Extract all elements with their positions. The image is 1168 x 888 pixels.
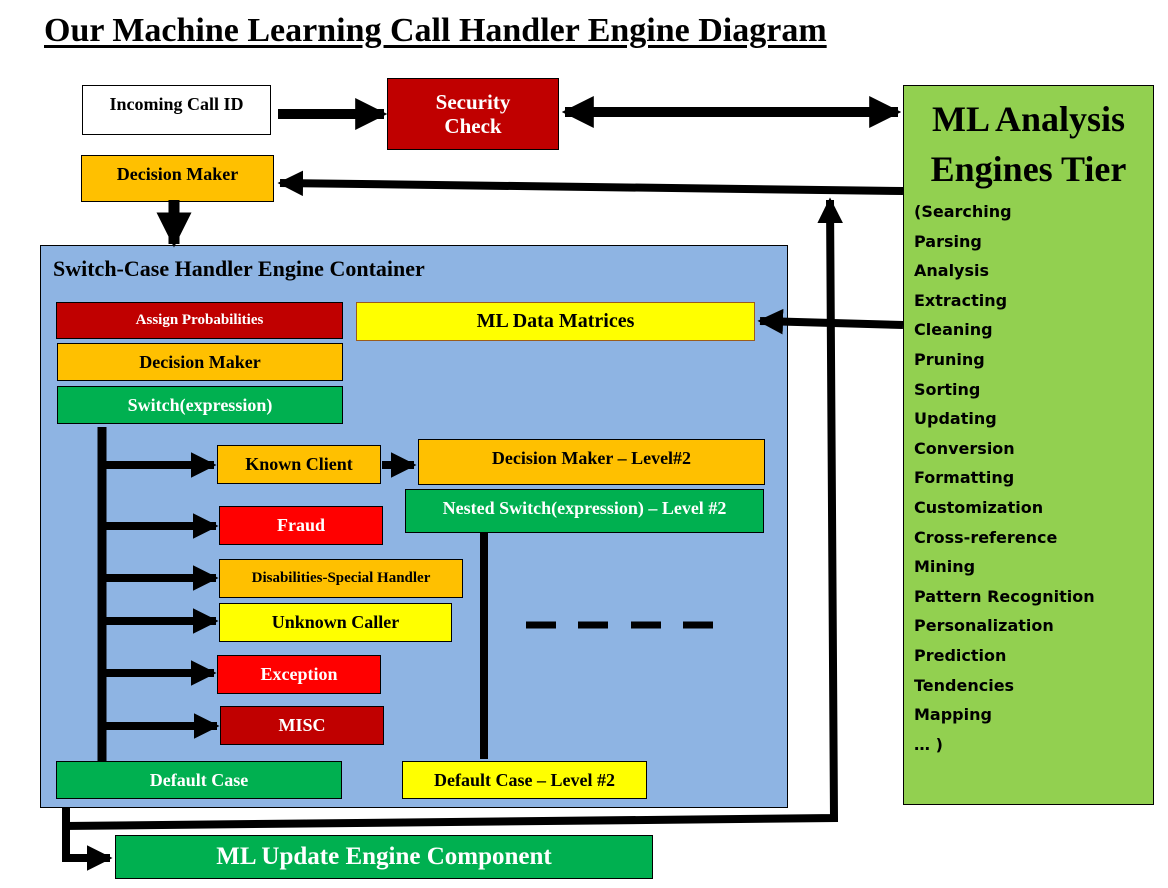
nested-switch-level2-node: Nested Switch(expression) – Level #2 bbox=[405, 489, 764, 533]
security-check-node: Security Check bbox=[387, 78, 559, 150]
ml-capability-item: Mining bbox=[914, 557, 976, 577]
case-exception: Exception bbox=[217, 655, 381, 694]
assign-probabilities-node: Assign Probabilities bbox=[56, 302, 343, 339]
ml-capability-item: Parsing bbox=[914, 231, 982, 251]
ml-tier-title: ML Analysis Engines Tier bbox=[904, 94, 1153, 194]
diagram-title: Our Machine Learning Call Handler Engine… bbox=[44, 12, 827, 49]
ml-analysis-engines-tier: ML Analysis Engines Tier (Searching Pars… bbox=[903, 85, 1154, 805]
ml-capability-item: Formatting bbox=[914, 468, 1015, 488]
switch-expression-node: Switch(expression) bbox=[57, 386, 343, 424]
case-known-client: Known Client bbox=[217, 445, 381, 484]
case-disabilities-special-handler: Disabilities-Special Handler bbox=[219, 559, 463, 598]
arrow-ml-to-decision-maker bbox=[277, 170, 904, 197]
ml-capability-item: Analysis bbox=[914, 261, 990, 281]
ml-tier-title-line1: ML Analysis bbox=[931, 99, 1126, 139]
ml-capability-item: Tendencies bbox=[914, 675, 1015, 695]
default-case-node: Default Case bbox=[56, 761, 342, 799]
ml-capability-item: Cleaning bbox=[914, 320, 993, 340]
inner-decision-maker-node: Decision Maker bbox=[57, 343, 343, 381]
ml-tier-title-line2: Engines Tier bbox=[930, 149, 1127, 189]
incoming-call-id-node: Incoming Call ID bbox=[82, 85, 271, 135]
ml-capability-item: Prediction bbox=[914, 645, 1007, 665]
case-misc: MISC bbox=[220, 706, 384, 745]
ml-tier-capability-list: (Searching Parsing Analysis Extracting C… bbox=[914, 197, 1095, 759]
ml-capability-item: Sorting bbox=[914, 379, 981, 399]
ml-capability-item: Extracting bbox=[914, 290, 1008, 310]
ml-capability-item: Pruning bbox=[914, 349, 985, 369]
default-case-level2-node: Default Case – Level #2 bbox=[402, 761, 647, 799]
case-unknown-caller: Unknown Caller bbox=[219, 603, 452, 642]
ml-capability-item: Personalization bbox=[914, 616, 1054, 636]
decision-maker-node: Decision Maker bbox=[81, 155, 274, 202]
ml-data-matrices-node: ML Data Matrices bbox=[356, 302, 755, 341]
case-fraud: Fraud bbox=[219, 506, 383, 545]
ml-capability-item: … ) bbox=[914, 734, 943, 754]
ml-capability-item: Conversion bbox=[914, 438, 1015, 458]
arrow-to-ml-update bbox=[62, 826, 113, 871]
ml-capability-item: Updating bbox=[914, 409, 997, 429]
decision-maker-level2-node: Decision Maker – Level#2 bbox=[418, 439, 765, 485]
ml-capability-item: Mapping bbox=[914, 705, 992, 725]
ml-capability-item: Cross-reference bbox=[914, 527, 1058, 547]
container-title: Switch-Case Handler Engine Container bbox=[53, 256, 425, 281]
ml-capability-item: Pattern Recognition bbox=[914, 586, 1095, 606]
ml-capability-item: (Searching bbox=[914, 202, 1012, 221]
ml-update-engine-node: ML Update Engine Component bbox=[115, 835, 653, 879]
ml-capability-item: Customization bbox=[914, 497, 1044, 517]
